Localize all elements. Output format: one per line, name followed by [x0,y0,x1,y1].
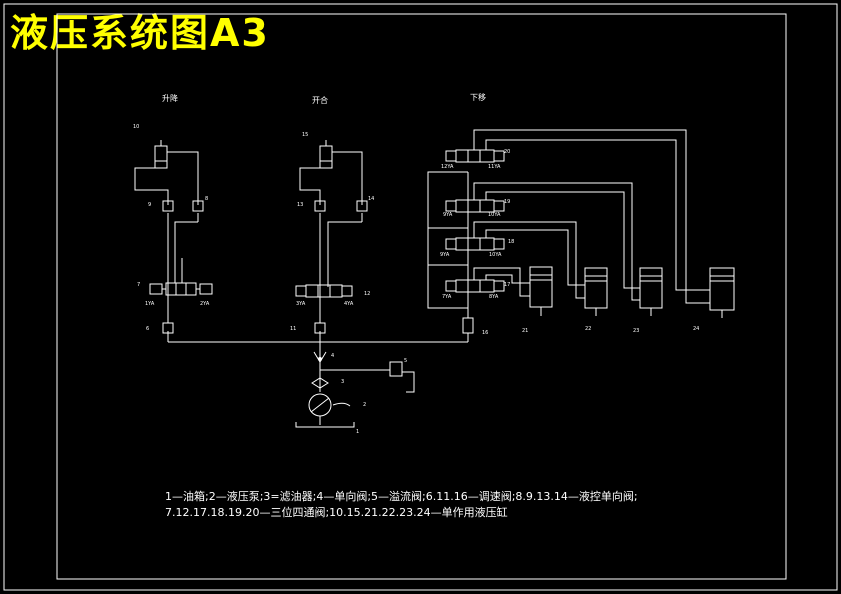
cylinder-24 [709,267,735,311]
cylinder-23 [639,267,663,309]
label-22: 22 [585,326,591,332]
label-10ya-b: 10YA [489,252,502,258]
label-1ya: 1YA [145,301,155,307]
label-3: 3 [341,379,344,385]
label-4ya: 4YA [344,301,354,307]
legend-line-2: 7.12.17.18.19.20—三位四通阀;10.15.21.22.23.24… [165,506,508,519]
cylinder-15 [319,145,333,169]
label-11: 11 [290,326,296,332]
label-7ya: 7YA [442,294,452,300]
label-19: 19 [504,199,510,205]
label-8ya: 8YA [489,294,499,300]
outer-frame [3,3,838,591]
circuit-lines [134,129,735,428]
label-2: 2 [363,402,366,408]
check-valve-14 [356,200,368,212]
speed-valve-11 [314,322,326,334]
check-valve-8 [192,200,204,212]
section-label-middle: 开合 [312,95,328,105]
valve-12 [305,284,343,298]
label-23: 23 [633,328,639,334]
label-18: 18 [508,239,514,245]
label-7: 7 [137,282,140,288]
valve-7 [165,282,197,296]
label-6: 6 [146,326,149,332]
inner-frame [56,13,787,580]
label-13: 13 [297,202,303,208]
label-1: 1 [356,429,359,435]
cylinder-21 [529,266,553,308]
section-label-right: 下移 [470,92,486,102]
label-9: 9 [148,202,151,208]
label-9ya: 9YA [443,212,453,218]
label-21: 21 [522,328,528,334]
valve-19 [455,199,495,213]
speed-valve-6 [162,322,174,334]
label-3ya: 3YA [296,301,306,307]
valve-18 [455,237,495,251]
cylinder-10 [154,145,168,169]
section-label-left: 升降 [162,93,178,103]
valve-17 [455,279,495,293]
label-12: 12 [364,291,370,297]
label-17: 17 [504,282,510,288]
tank-1 [295,422,355,428]
label-20: 20 [504,149,510,155]
label-10: 10 [133,124,139,130]
label-16: 16 [482,330,488,336]
check-valve-9 [162,200,174,212]
label-4: 4 [331,353,334,359]
label-2ya: 2YA [200,301,210,307]
legend-line-1: 1—油箱;2—液压泵;3=滤油器;4—单向阀;5—溢流阀;6.11.16—调速阀… [165,490,638,503]
label-12ya: 12YA [441,164,454,170]
label-11ya: 11YA [488,164,501,170]
label-9ya-b: 9YA [440,252,450,258]
label-24: 24 [693,326,699,332]
drawing-title: 液压系统图A3 [10,11,270,55]
label-5: 5 [404,358,407,364]
check-valve-13 [314,200,326,212]
label-15: 15 [302,132,308,138]
label-14: 14 [368,196,374,202]
cylinder-22 [584,267,608,309]
filter-3 [311,377,329,389]
relief-valve-5 [389,361,403,377]
valve-20 [455,149,495,163]
label-10ya: 10YA [488,212,501,218]
speed-valve-16 [462,317,474,334]
label-8: 8 [205,196,208,202]
